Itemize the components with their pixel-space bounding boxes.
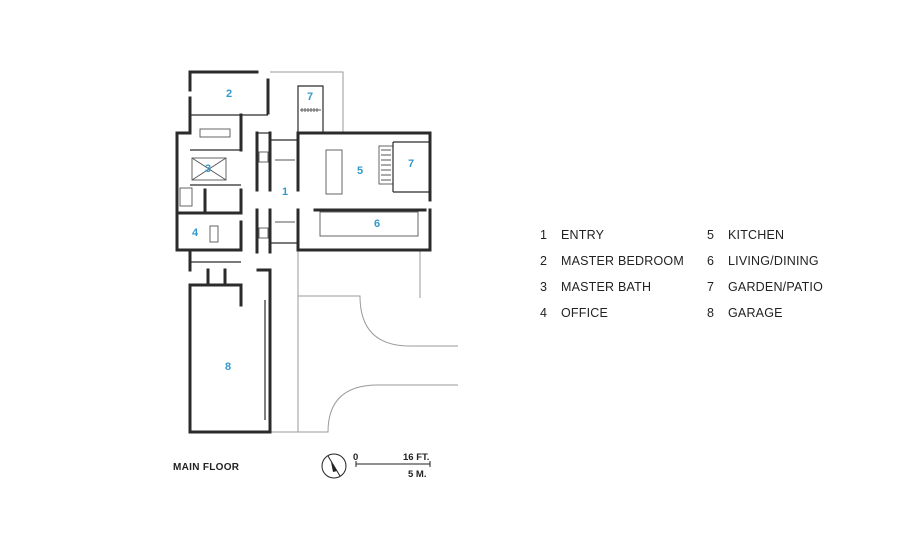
legend-number: 3 [540, 280, 547, 294]
north-arrow-icon [321, 453, 347, 479]
room-number-4: 4 [192, 227, 199, 239]
legend-number: 7 [707, 280, 714, 294]
legend-number: 2 [540, 254, 547, 268]
legend-item: 8 GARAGE [707, 306, 867, 320]
legend-number: 6 [707, 254, 714, 268]
legend-item: 6 LIVING/DINING [707, 254, 867, 268]
master-bedroom-walls [188, 70, 270, 117]
living-walls [296, 208, 432, 252]
room-number-7-kitchen: 7 [408, 158, 414, 170]
legend-item: 5 KITCHEN [707, 228, 867, 242]
room-legend: 1 ENTRY 5 KITCHEN 2 MASTER BEDROOM 6 LIV… [540, 228, 870, 320]
master-bath-walls [175, 113, 243, 215]
legend-label: KITCHEN [728, 228, 785, 242]
legend-item: 3 MASTER BATH [540, 280, 707, 294]
legend-label: GARAGE [728, 306, 783, 320]
legend-number: 1 [540, 228, 547, 242]
legend-number: 4 [540, 306, 547, 320]
scale-feet: 16 FT. [403, 452, 429, 463]
legend-item: 7 GARDEN/PATIO [707, 280, 867, 294]
office-walls [175, 211, 243, 252]
room-number-6: 6 [374, 218, 380, 230]
legend-item: 4 OFFICE [540, 306, 707, 320]
link-walls [270, 139, 298, 244]
room-number-1: 1 [282, 186, 288, 198]
legend-label: ENTRY [561, 228, 605, 242]
legend-number: 5 [707, 228, 714, 242]
scale-meters: 5 M. [408, 469, 426, 480]
legend-label: OFFICE [561, 306, 609, 320]
room-number-5: 5 [357, 165, 363, 177]
legend-label: GARDEN/PATIO [728, 280, 824, 294]
site-lines [270, 71, 458, 433]
room-number-7-upper: 7 [307, 91, 313, 103]
entry-walls [255, 131, 272, 254]
room-number-3: 3 [205, 163, 211, 175]
legend-number: 8 [707, 306, 714, 320]
floor-label: MAIN FLOOR [173, 462, 240, 473]
scale-zero: 0 [353, 452, 358, 463]
garage-walls [188, 248, 272, 434]
legend-label: LIVING/DINING [728, 254, 819, 268]
legend-item: 1 ENTRY [540, 228, 707, 242]
room-number-2: 2 [226, 88, 232, 100]
legend-label: MASTER BEDROOM [561, 254, 684, 268]
kitchen-walls [296, 131, 432, 202]
legend-item: 2 MASTER BEDROOM [540, 254, 707, 268]
room-number-8: 8 [225, 361, 231, 373]
legend-label: MASTER BATH [561, 280, 652, 294]
scale-bar: 0 16 FT. 5 M. [353, 452, 431, 480]
